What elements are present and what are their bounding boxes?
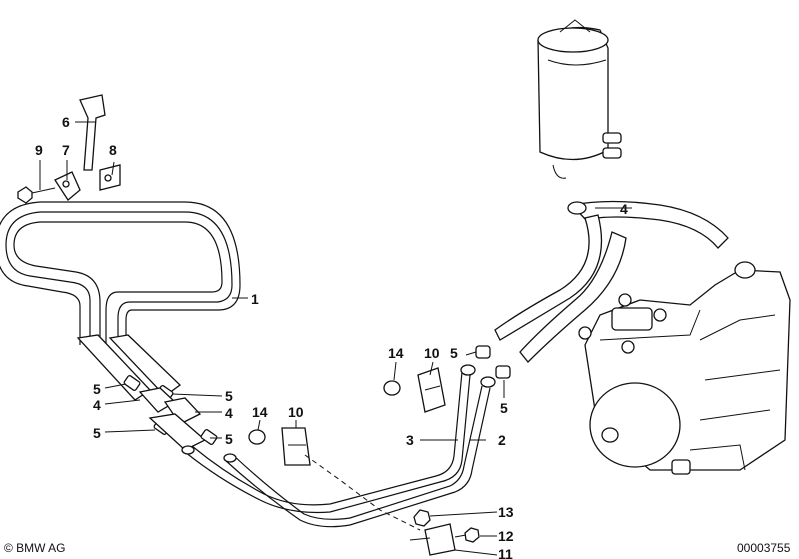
leader-lines — [39, 121, 632, 556]
label-2: 2 — [498, 432, 506, 448]
pressure-lines-2-3 — [181, 345, 511, 528]
label-10-a: 10 — [424, 345, 440, 361]
label-12: 12 — [498, 528, 514, 544]
label-10-b: 10 — [288, 404, 304, 420]
clamp-lower — [248, 427, 421, 531]
diagram-number: 00003755 — [737, 541, 791, 555]
hoses-left — [76, 334, 218, 451]
label-7: 7 — [62, 142, 70, 158]
label-6: 6 — [62, 114, 70, 130]
label-9: 9 — [35, 142, 43, 158]
label-14-a: 14 — [388, 345, 404, 361]
label-3: 3 — [406, 432, 414, 448]
label-11: 11 — [498, 546, 513, 559]
clamp-upper — [383, 367, 446, 413]
label-14-b: 14 — [252, 404, 268, 420]
label-5-d: 5 — [225, 431, 233, 447]
label-13: 13 — [498, 504, 514, 520]
cooling-pipe-1 — [0, 201, 241, 345]
reservoir — [537, 19, 622, 179]
label-5-b: 5 — [225, 388, 233, 404]
label-1: 1 — [251, 291, 259, 307]
label-4-top: 4 — [620, 201, 628, 217]
label-5-a: 5 — [93, 381, 101, 397]
label-5-c: 5 — [93, 425, 101, 441]
hose-4-upper — [494, 200, 729, 363]
copyright-text: © BMW AG — [4, 541, 66, 555]
label-4-b: 4 — [225, 405, 233, 421]
label-5-e: 5 — [450, 345, 458, 361]
callout-labels: 1 2 3 4 4 4 5 5 5 5 5 5 6 7 8 9 10 10 11… — [35, 114, 628, 559]
fasteners-bottom — [409, 509, 480, 556]
label-5-f: 5 — [500, 400, 508, 416]
label-8: 8 — [109, 142, 117, 158]
steering-gear — [578, 261, 791, 475]
label-4-a: 4 — [93, 397, 101, 413]
